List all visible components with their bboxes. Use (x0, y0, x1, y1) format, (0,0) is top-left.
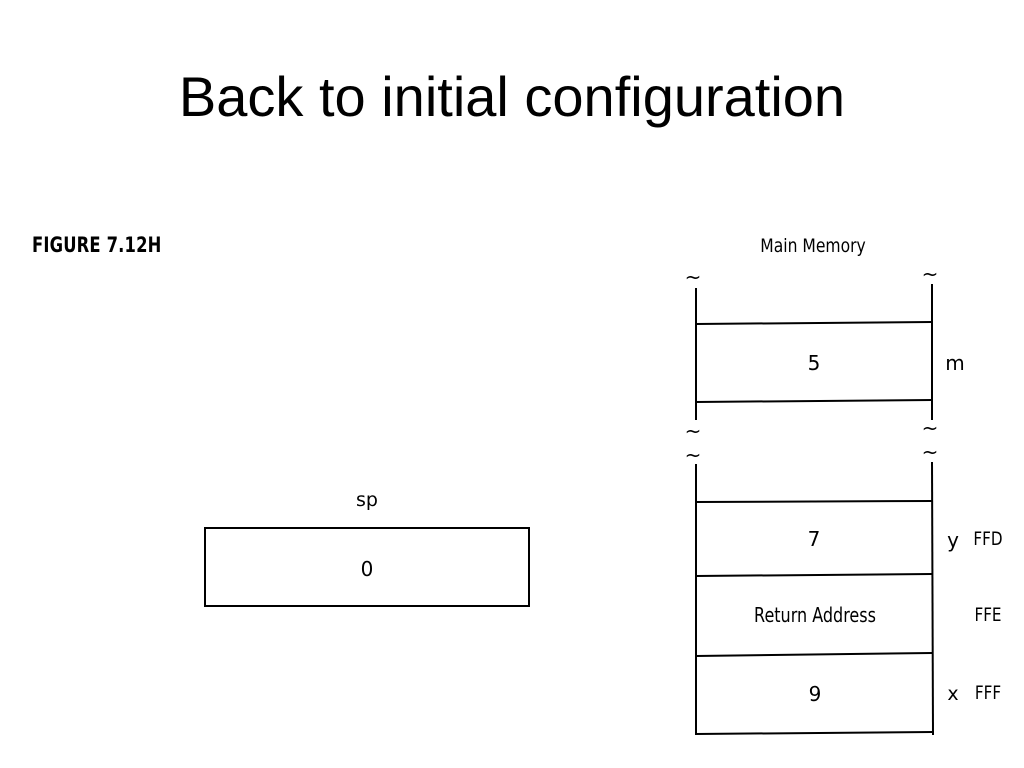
memory-cell-x: 9 x FFF (809, 682, 1001, 706)
memory-cell-variable: y (947, 528, 959, 552)
memory-cell-m: 5 m (808, 351, 965, 375)
memory-cell-value: 5 (808, 351, 821, 375)
break-mark-top-right: ~ (922, 262, 939, 286)
figure-label: FIGURE 7.12H (32, 233, 162, 257)
memory-cell-address: FFD (973, 528, 1002, 550)
sp-value: 0 (361, 557, 374, 581)
memory-cell-return-address: Return Address FFE (754, 604, 1001, 627)
slide-title: Back to initial configuration (178, 65, 846, 128)
memory-cell-variable: x (947, 683, 958, 705)
memory-cell-address: FFE (974, 604, 1001, 626)
sp-register-box (204, 527, 530, 607)
memory-cell-value: 9 (809, 682, 822, 706)
memory-cell-value: Return Address (754, 604, 876, 627)
break-mark-mid-right-1: ~ (922, 416, 939, 440)
break-mark-top-left: ~ (685, 265, 702, 289)
break-mark-mid-left-2: ~ (685, 443, 702, 467)
memory-cell-y: 7 y FFD (808, 527, 1003, 552)
main-memory-heading: Main Memory (760, 236, 865, 258)
memory-cell-variable: m (945, 351, 964, 375)
break-mark-mid-right-2: ~ (922, 440, 939, 464)
break-mark-mid-left-1: ~ (685, 419, 702, 443)
sp-label: sp (356, 489, 378, 511)
memory-cell-value: 7 (808, 527, 821, 551)
memory-cell-address: FFF (975, 682, 1001, 704)
